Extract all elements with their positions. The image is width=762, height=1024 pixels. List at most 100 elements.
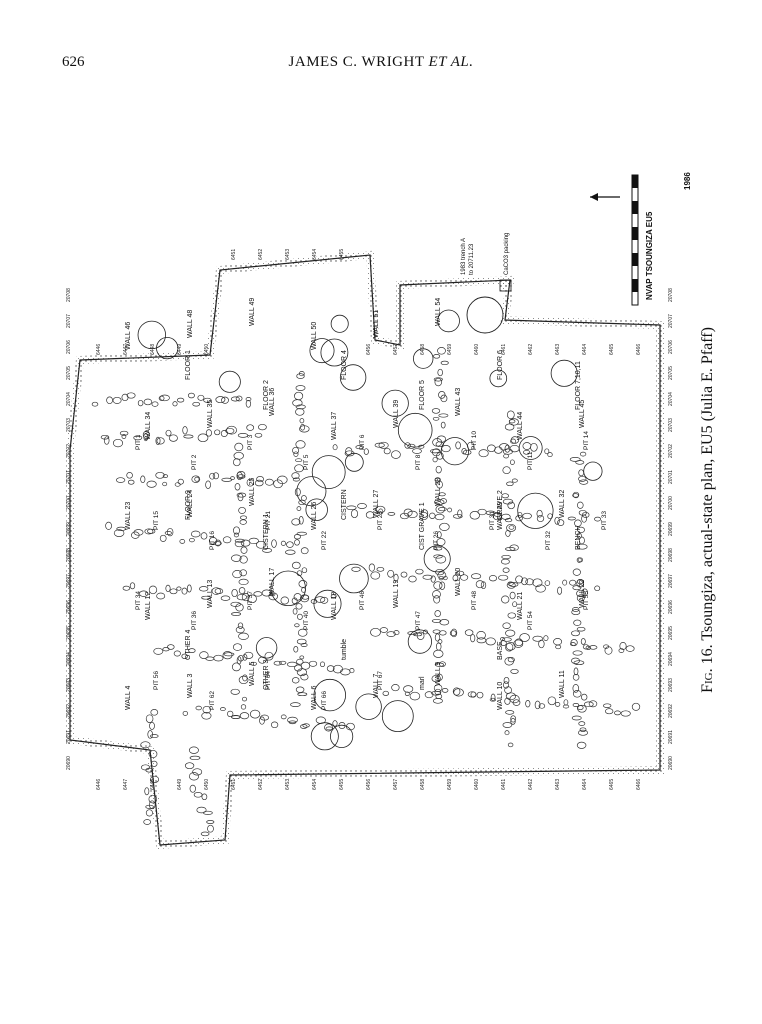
wall-stone bbox=[569, 579, 577, 586]
wall-stone bbox=[235, 626, 245, 634]
wall-stone bbox=[165, 584, 171, 593]
wall-stone bbox=[432, 416, 440, 421]
wall-stone bbox=[150, 709, 159, 716]
wall-stone bbox=[292, 608, 298, 615]
feature-label: BASE bbox=[497, 641, 504, 660]
wall-stone bbox=[233, 458, 241, 467]
easting-label: 20700 bbox=[66, 496, 72, 510]
wall-stone bbox=[140, 741, 151, 749]
wall-stone bbox=[505, 642, 514, 652]
wall-stone bbox=[291, 597, 298, 605]
legend-label: CaCO3 packing bbox=[504, 233, 510, 275]
northing-label: 6463 bbox=[555, 779, 561, 790]
wall-stone bbox=[433, 581, 443, 590]
wall-stone bbox=[169, 588, 178, 595]
wall-stone bbox=[273, 660, 282, 666]
northing-label: 6461 bbox=[501, 779, 507, 790]
wall-stone bbox=[184, 762, 195, 770]
wall-stone bbox=[456, 570, 465, 576]
easting-label: 20706 bbox=[66, 340, 72, 354]
easting-label: 20701 bbox=[668, 470, 674, 484]
wall-stone bbox=[296, 506, 302, 511]
wall-stone bbox=[350, 509, 359, 519]
wall-stone bbox=[238, 578, 249, 586]
wall-stone bbox=[301, 567, 308, 574]
wall-stone bbox=[433, 649, 444, 658]
wall-stone bbox=[515, 575, 523, 584]
northing-label: 6465 bbox=[609, 344, 615, 355]
wall-stone bbox=[189, 755, 201, 761]
wall-stone bbox=[240, 546, 248, 554]
wall-label: WALL 13 bbox=[207, 580, 214, 608]
wall-stone bbox=[578, 475, 587, 482]
wall-stone bbox=[432, 629, 441, 634]
wall-stone bbox=[116, 526, 126, 532]
wall-stone bbox=[581, 514, 587, 523]
wall-stone bbox=[437, 347, 446, 355]
wall-stone bbox=[498, 574, 509, 581]
wall-stone bbox=[368, 563, 376, 572]
pit-label: PIT 66 bbox=[321, 691, 328, 710]
wall-stone bbox=[139, 590, 149, 597]
wall-stone bbox=[572, 493, 579, 498]
wall-stone bbox=[256, 540, 266, 549]
wall-stone bbox=[188, 772, 200, 781]
wall-stone bbox=[355, 445, 364, 450]
pit-label: PIT 11 bbox=[527, 451, 534, 470]
pit-label: PIT 5 bbox=[303, 454, 310, 470]
wall-stone bbox=[569, 457, 581, 462]
northing-label: 6457 bbox=[393, 779, 399, 790]
wall-stone bbox=[241, 593, 250, 602]
wall-stone bbox=[295, 440, 306, 449]
wall-stone bbox=[166, 527, 174, 537]
wall-stone bbox=[578, 729, 588, 736]
wall-stone bbox=[504, 730, 510, 736]
wall-stone bbox=[295, 458, 303, 463]
wall-stone bbox=[349, 668, 355, 674]
easting-label: 20690 bbox=[668, 756, 674, 770]
wall-stone bbox=[133, 529, 144, 536]
wall-stone bbox=[126, 472, 133, 479]
wall-stone bbox=[181, 587, 188, 595]
wall-stone bbox=[340, 668, 351, 676]
wall-stone bbox=[300, 724, 308, 729]
feature-label: marl bbox=[419, 676, 426, 690]
pit-label: PIT 67 bbox=[377, 671, 384, 690]
pit-label: PIT 31 bbox=[489, 511, 496, 530]
wall-stone bbox=[363, 448, 369, 455]
wall-stone bbox=[192, 401, 201, 407]
wall-label: WALL 35 bbox=[207, 400, 214, 428]
pit-label: PIT 3 bbox=[247, 434, 254, 450]
easting-label: 20696 bbox=[66, 600, 72, 614]
wall-stone bbox=[177, 478, 184, 485]
wall-stone bbox=[231, 588, 238, 598]
northing-label: 6447 bbox=[123, 344, 129, 355]
wall-stone bbox=[201, 595, 211, 600]
pit-outline bbox=[423, 545, 451, 573]
wall-stone bbox=[295, 408, 305, 416]
wall-stone bbox=[226, 425, 237, 435]
easting-label: 20702 bbox=[66, 444, 72, 458]
wall-stone bbox=[432, 698, 443, 704]
wall-stone bbox=[295, 686, 305, 693]
wall-stone bbox=[511, 478, 518, 483]
wall-stone bbox=[205, 429, 212, 437]
wall-stone bbox=[173, 650, 181, 657]
pit-label: PIT 32 bbox=[545, 531, 552, 550]
northing-label: 6446 bbox=[96, 344, 102, 355]
wall-stone bbox=[207, 824, 214, 833]
wall-stone bbox=[631, 702, 641, 711]
wall-stone bbox=[271, 539, 277, 548]
northing-label: 6463 bbox=[555, 344, 561, 355]
wall-stone bbox=[581, 588, 588, 597]
wall-label: WALL 17 bbox=[269, 568, 276, 596]
wall-stone bbox=[122, 585, 131, 591]
wall-stone bbox=[176, 397, 185, 403]
wall-stone bbox=[404, 691, 410, 696]
easting-label: 20698 bbox=[66, 548, 72, 562]
easting-label: 20700 bbox=[668, 496, 674, 510]
wall-stone bbox=[232, 570, 243, 579]
